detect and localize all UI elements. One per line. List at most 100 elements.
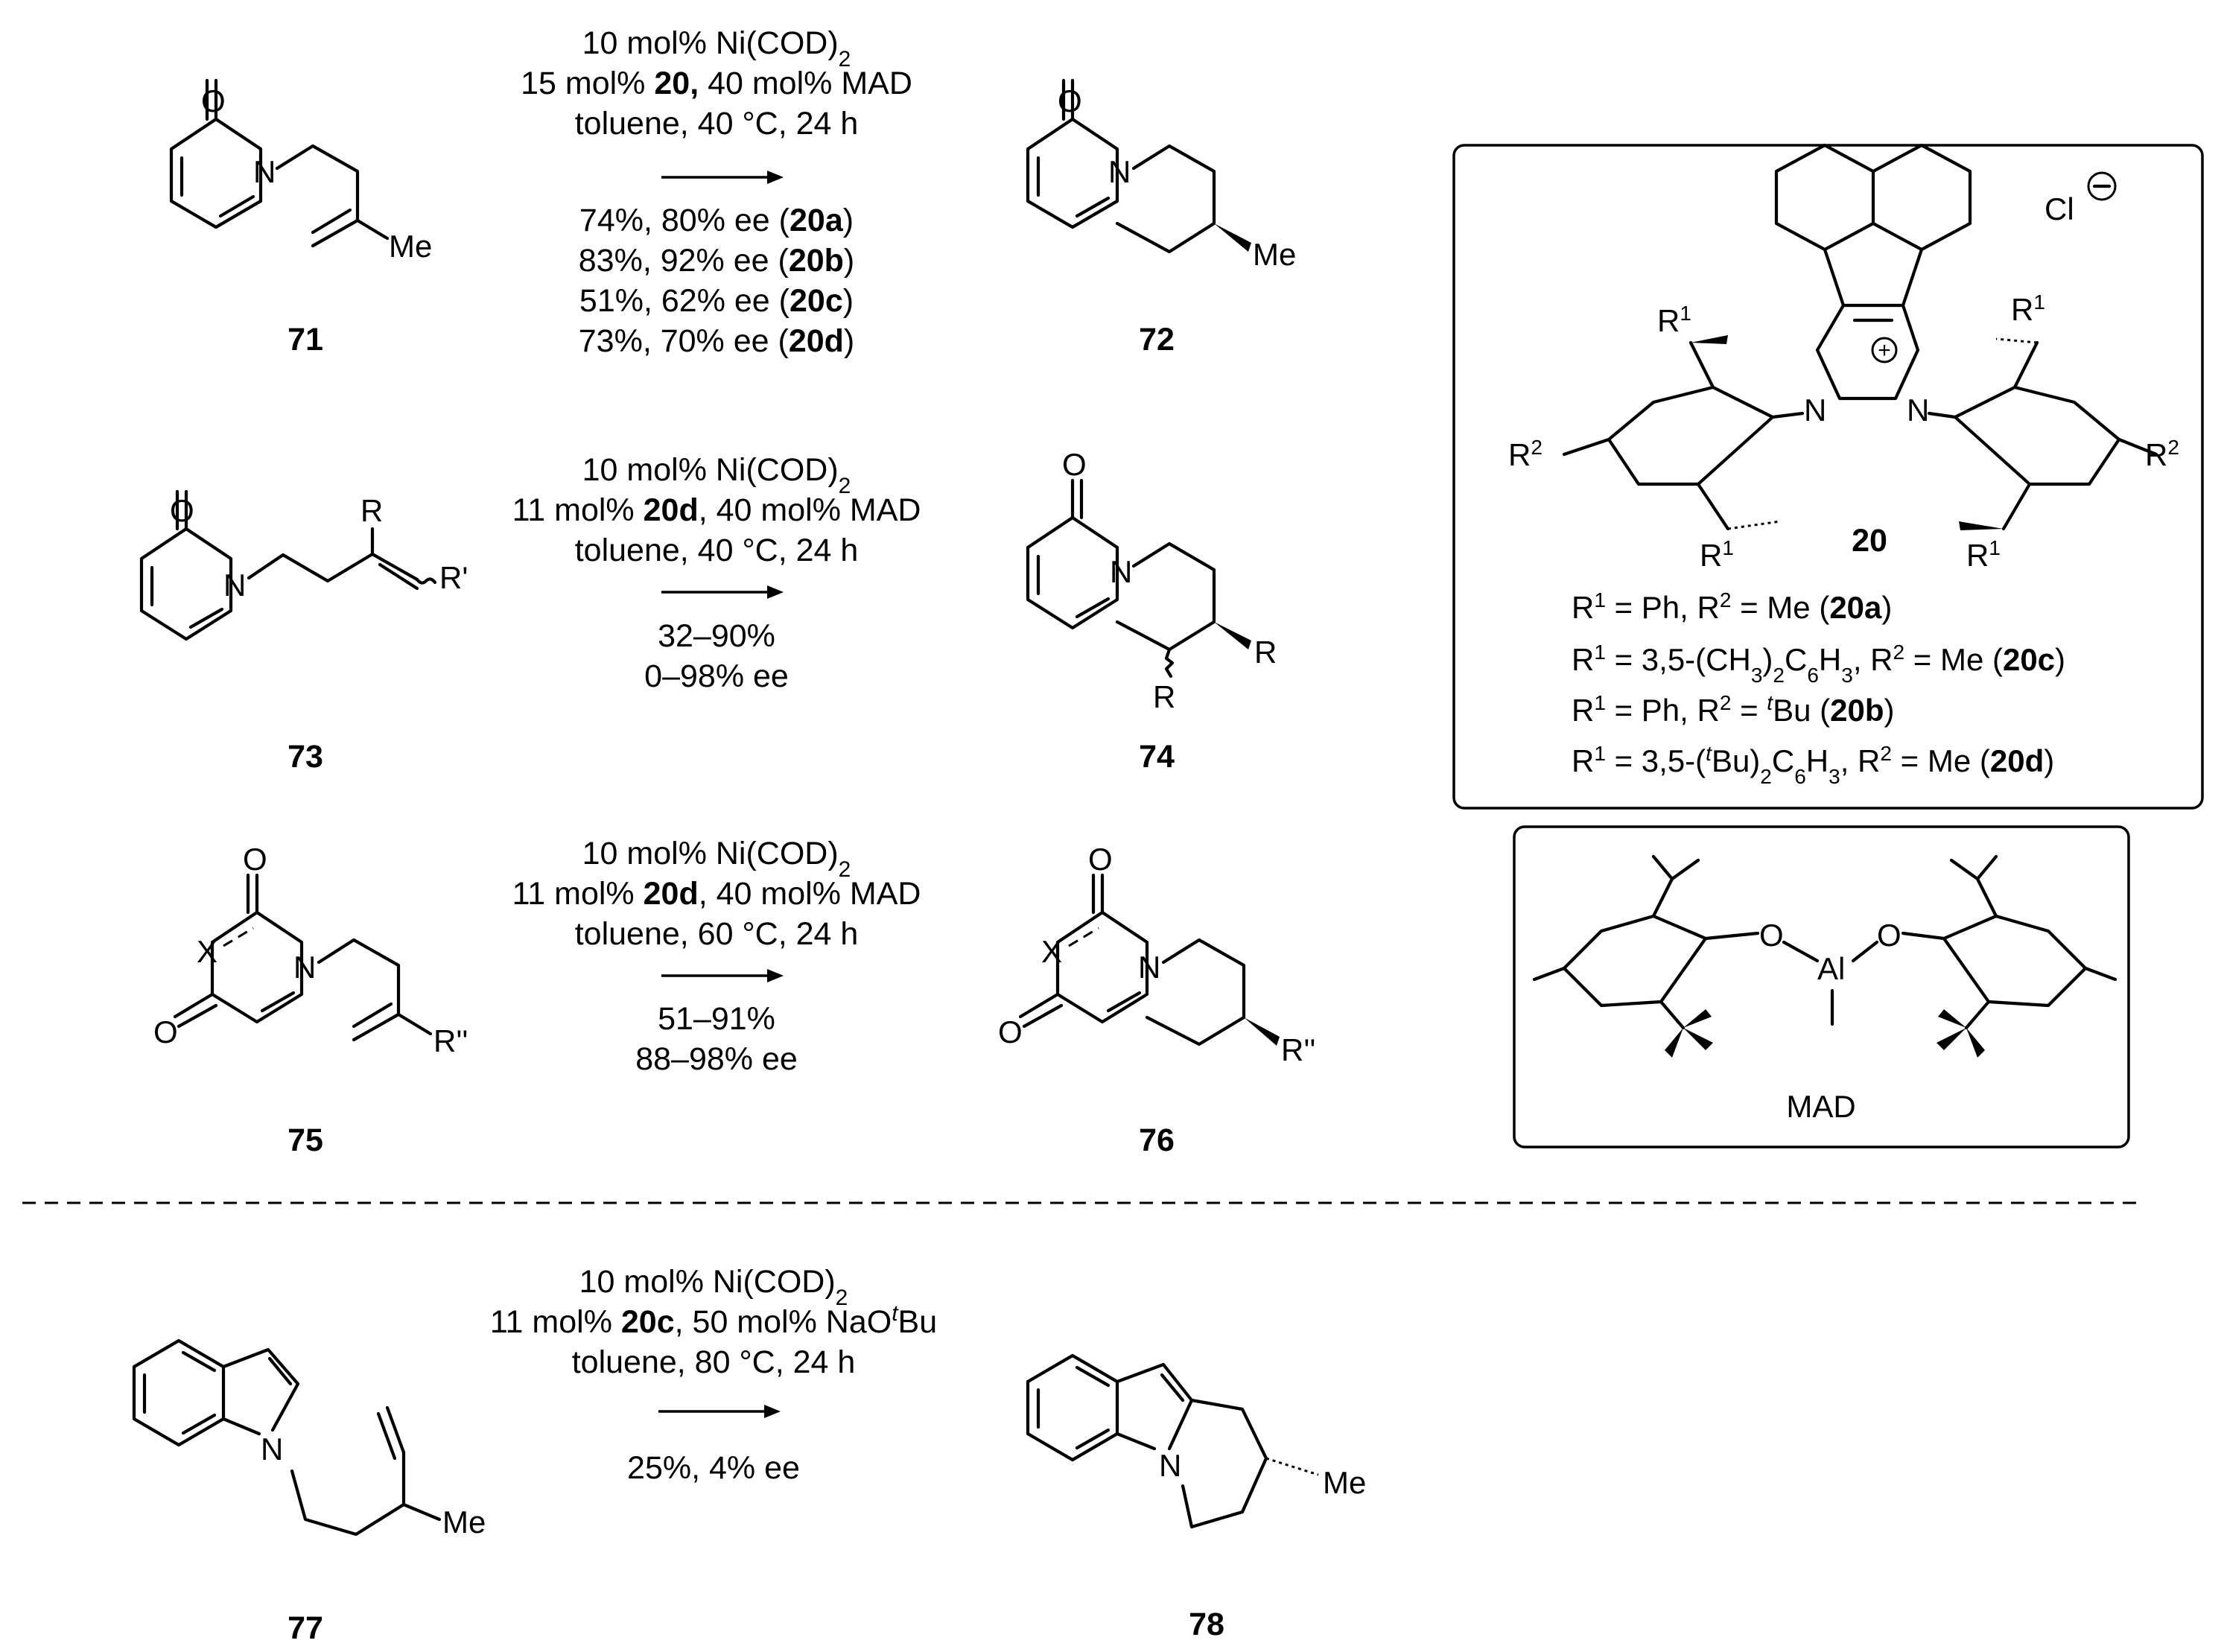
r2-label: R2 xyxy=(2145,436,2179,473)
ligand-line: 15 mol% 20, 40 mol% MAD xyxy=(521,66,912,101)
atom-r: R xyxy=(1254,635,1277,670)
result-line: 83%, 92% ee (20b) xyxy=(579,243,855,279)
compound-label-75: 75 xyxy=(287,1122,323,1158)
compound-76: O O X N R'' 76 xyxy=(998,842,1315,1158)
atom-n: N xyxy=(1159,1448,1181,1483)
wavy-bond xyxy=(1164,647,1175,679)
stereo-wedge xyxy=(1214,622,1251,649)
atom-n: N xyxy=(223,568,246,603)
atom-n: N xyxy=(261,1432,283,1467)
result-line: 74%, 80% ee (20a) xyxy=(579,203,854,238)
atom-n: N xyxy=(1110,554,1132,589)
yield-range: 51–91% xyxy=(658,1001,775,1037)
solvent-line: toluene, 40 °C, 24 h xyxy=(575,106,859,142)
solvent-line: toluene, 60 °C, 24 h xyxy=(575,916,859,952)
naphthalene-ring-right xyxy=(1871,143,1972,252)
atom-o: O xyxy=(153,1014,178,1049)
catalyst-label-20: 20 xyxy=(1852,523,1887,559)
stereo-wedge xyxy=(1214,223,1251,252)
ligand-line: 11 mol% 20d, 40 mol% MAD xyxy=(512,492,921,528)
atom-r: R'' xyxy=(433,1023,468,1058)
atom-n-right: N xyxy=(1907,393,1929,428)
atom-o: O xyxy=(998,1014,1023,1049)
r1-label: R1 xyxy=(1966,536,2001,574)
compound-72: O N Me 72 xyxy=(1026,78,1296,358)
arrow-head xyxy=(767,969,784,982)
r1-label: R1 xyxy=(1700,536,1734,574)
mad-aryl-left xyxy=(1562,914,1708,1008)
atom-me: Me xyxy=(1323,1465,1366,1500)
conditions-reaction-4: 10 mol% Ni(COD)2 11 mol% 20c, 50 mol% Na… xyxy=(490,1264,937,1486)
solvent-line: toluene, 80 °C, 24 h xyxy=(572,1344,856,1380)
compound-label-74: 74 xyxy=(1139,739,1175,775)
compound-label-77: 77 xyxy=(287,1610,323,1646)
yield-ee: 25%, 4% ee xyxy=(627,1450,800,1486)
atom-o: O xyxy=(170,493,194,528)
atom-r: R xyxy=(1153,679,1175,714)
compound-71: O N Me 71 xyxy=(169,78,432,358)
compound-label-71: 71 xyxy=(287,322,323,358)
ligand-line: 11 mol% 20c, 50 mol% NaOtBu xyxy=(490,1301,937,1341)
variant-20d: R1 = 3,5-(tBu)2C6H3, R2 = Me (20d) xyxy=(1572,742,2054,788)
compound-74: O N R R 74 xyxy=(1026,447,1277,775)
atom-al: Al xyxy=(1817,951,1845,986)
variant-20b: R1 = Ph, R2 = tBu (20b) xyxy=(1572,691,1894,728)
compound-label-72: 72 xyxy=(1139,322,1175,358)
stereo-wedge xyxy=(1244,1017,1280,1046)
minus-charge-icon xyxy=(2087,171,2117,201)
compound-75: O O X N R'' 75 xyxy=(153,842,468,1158)
r2-label: R2 xyxy=(1508,436,1542,473)
atom-r: R xyxy=(360,493,383,528)
naphthalene-ring-left xyxy=(1774,143,1875,252)
ligand-line: 11 mol% 20d, 40 mol% MAD xyxy=(512,876,921,912)
atom-n: N xyxy=(1138,950,1160,985)
catalyst-frame xyxy=(1452,144,2204,810)
catalyst-20-box: N N + Cl R1 R2 R1 R1 R2 R1 20 R1 = Ph, R… xyxy=(1452,143,2204,810)
wavy-bond xyxy=(415,577,437,585)
result-line: 73%, 70% ee (20d) xyxy=(579,323,855,359)
catalyst-line: 10 mol% Ni(COD)2 xyxy=(579,1264,848,1310)
atom-n: N xyxy=(1108,154,1131,189)
ee-range: 88–98% ee xyxy=(635,1041,798,1077)
atom-o: O xyxy=(1877,918,1901,953)
atom-me: Me xyxy=(442,1505,486,1540)
atom-x: X xyxy=(1041,934,1062,969)
atom-o: O xyxy=(1062,447,1087,482)
counterion: Cl xyxy=(2045,191,2074,226)
atom-o: O xyxy=(1088,842,1113,877)
aryl-right xyxy=(1953,385,2121,486)
mad-box: O Al O MAD xyxy=(1513,825,2130,1149)
atom-x: X xyxy=(197,934,217,969)
solvent-line: toluene, 40 °C, 24 h xyxy=(575,533,859,568)
plus-sign: + xyxy=(1878,338,1891,363)
result-line: 51%, 62% ee (20c) xyxy=(579,283,854,319)
ee-range: 0–98% ee xyxy=(644,658,789,694)
variant-20a: R1 = Ph, R2 = Me (20a) xyxy=(1572,588,1892,626)
compound-77: N Me 77 xyxy=(132,1338,486,1646)
atom-n: N xyxy=(253,154,276,189)
catalyst-line: 10 mol% Ni(COD)2 xyxy=(582,836,851,882)
atom-n: N xyxy=(293,950,316,985)
atom-o: O xyxy=(243,842,267,877)
compound-73: O N R R' 73 xyxy=(139,489,468,775)
arrow-head xyxy=(767,171,784,184)
atom-o: O xyxy=(1759,918,1784,953)
atom-n-left: N xyxy=(1804,393,1826,428)
compound-label-76: 76 xyxy=(1139,1122,1175,1158)
atom-r-prime: R' xyxy=(439,560,468,595)
catalyst-line: 10 mol% Ni(COD)2 xyxy=(582,452,851,498)
mad-label: MAD xyxy=(1786,1089,1855,1124)
compound-label-78: 78 xyxy=(1189,1607,1224,1642)
r1-label: R1 xyxy=(2011,290,2045,328)
arrow-head xyxy=(767,585,784,599)
variant-20c: R1 = 3,5-(CH3)2C6H3, R2 = Me (20c) xyxy=(1572,641,2065,687)
plus-charge-icon xyxy=(1871,337,1898,363)
mad-aryl-right xyxy=(1942,914,2088,1008)
conditions-reaction-2: 10 mol% Ni(COD)2 11 mol% 20d, 40 mol% MA… xyxy=(512,452,921,694)
r1-label: R1 xyxy=(1657,302,1691,339)
aryl-left xyxy=(1607,385,1775,486)
yield-range: 32–90% xyxy=(658,618,775,654)
arrow-head xyxy=(764,1405,781,1418)
compound-label-73: 73 xyxy=(287,739,323,775)
